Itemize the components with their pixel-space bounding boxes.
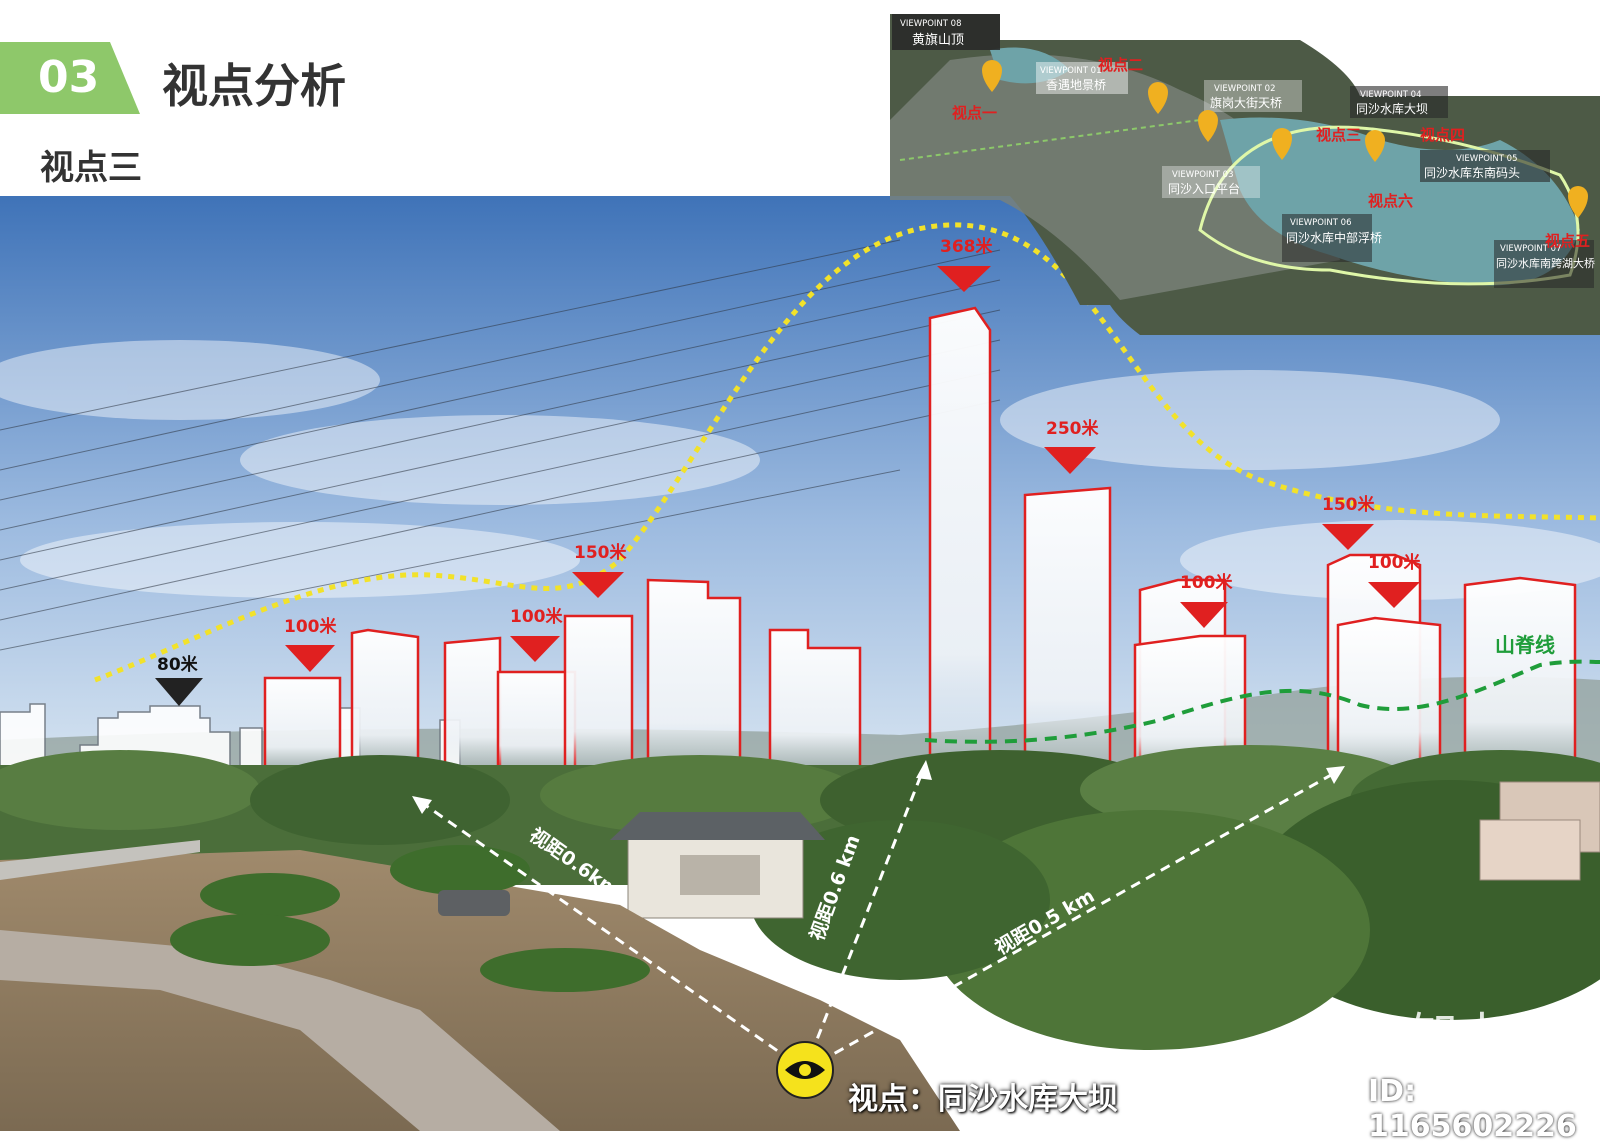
map-red-label: 视点五: [1545, 232, 1590, 250]
eye-icon: [776, 1041, 834, 1099]
svg-text:同沙入口平台: 同沙入口平台: [1168, 181, 1240, 196]
height-marker: 100米: [1368, 552, 1421, 608]
viewpoint-caption: 视点：同沙水库大坝: [848, 1082, 1118, 1117]
height-marker: 80米: [155, 654, 203, 706]
height-marker: 150米: [1322, 494, 1375, 550]
map-inset: VIEWPOINT 08 黄旗山顶 VIEWPOINT 01 香遇地景桥 VIE…: [890, 14, 1600, 335]
map-red-label: 视点六: [1368, 192, 1413, 210]
svg-text:同沙水库东南码头: 同沙水库东南码头: [1424, 165, 1520, 180]
watermark-id: ID: 1165602226: [1368, 1074, 1577, 1144]
tree-line: [0, 745, 1600, 1050]
map-red-label: 视点四: [1420, 126, 1465, 144]
svg-text:VIEWPOINT 08: VIEWPOINT 08: [900, 19, 962, 29]
svg-text:同沙水库中部浮桥: 同沙水库中部浮桥: [1286, 230, 1382, 245]
proposed-buildings: [263, 306, 1577, 772]
section-badge: [0, 42, 140, 114]
map-viewpoint-tag: VIEWPOINT 08 黄旗山顶: [892, 14, 1000, 50]
sight-arrowheads: [412, 760, 1345, 814]
page-title: 视点分析: [162, 59, 346, 113]
svg-text:同沙水库南跨湖大桥: 同沙水库南跨湖大桥: [1496, 256, 1595, 270]
watermark-brand: 知末: [1410, 1008, 1507, 1064]
map-viewpoint-tag: VIEWPOINT 03 同沙入口平台: [1162, 166, 1260, 198]
height-marker: 100米: [284, 616, 337, 672]
map-red-label: 视点一: [952, 104, 997, 122]
road: [0, 840, 200, 880]
view-subtitle: 视点三: [40, 148, 142, 188]
map-pin-icon: [982, 60, 1588, 218]
svg-text:VIEWPOINT 04: VIEWPOINT 04: [1360, 90, 1422, 100]
height-label: 150米: [574, 542, 627, 563]
height-marker: 368米: [937, 236, 993, 292]
height-marker: 100米: [510, 606, 563, 662]
height-label: 100米: [284, 616, 337, 637]
svg-text:VIEWPOINT 07: VIEWPOINT 07: [1500, 244, 1562, 254]
shrubs: [170, 845, 650, 992]
svg-text:香遇地景桥: 香遇地景桥: [1046, 78, 1106, 92]
height-marker: 150米: [572, 542, 627, 598]
height-marker: 100米: [1180, 572, 1233, 628]
section-number: 03: [38, 52, 100, 103]
ridge-line-label: 山脊线: [1495, 633, 1555, 657]
height-marker: 250米: [1044, 418, 1099, 474]
svg-text:VIEWPOINT 05: VIEWPOINT 05: [1456, 154, 1518, 164]
svg-text:VIEWPOINT 06: VIEWPOINT 06: [1290, 218, 1352, 228]
height-label: 100米: [1180, 572, 1233, 593]
map-viewpoint-tag: VIEWPOINT 04 同沙水库大坝: [1350, 86, 1448, 118]
svg-text:黄旗山顶: 黄旗山顶: [912, 32, 964, 48]
map-viewpoint-tag: VIEWPOINT 07 同沙水库南跨湖大桥: [1494, 240, 1595, 288]
map-viewpoint-tag: VIEWPOINT 02 旗岗大街天桥: [1204, 80, 1302, 112]
ridge-line: [924, 659, 1600, 744]
height-label: 100米: [510, 606, 563, 627]
map-viewpoint-tag: VIEWPOINT 05 同沙水库东南码头: [1420, 150, 1550, 182]
height-label: 80米: [157, 654, 199, 675]
pavilion-building: [610, 812, 825, 919]
power-lines: [0, 239, 1001, 651]
map-red-label: 视点二: [1098, 56, 1143, 74]
height-markers: 80米 100米 100米 150米 368米 250米 100米 150米: [155, 236, 1421, 706]
svg-text:旗岗大街天桥: 旗岗大街天桥: [1210, 95, 1282, 110]
paved-path: [0, 930, 560, 1131]
map-viewpoint-tag: VIEWPOINT 01 香遇地景桥: [1036, 62, 1128, 94]
height-label: 368米: [940, 236, 993, 257]
map-viewpoint-tag: VIEWPOINT 06 同沙水库中部浮桥: [1282, 214, 1382, 262]
map-red-label: 视点三: [1316, 126, 1361, 144]
svg-text:VIEWPOINT 02: VIEWPOINT 02: [1214, 84, 1276, 94]
svg-text:同沙水库大坝: 同沙水库大坝: [1356, 101, 1428, 116]
height-label: 100米: [1368, 552, 1421, 573]
parked-car: [438, 890, 510, 916]
height-label: 150米: [1322, 494, 1375, 515]
right-houses: [1479, 781, 1600, 881]
svg-text:VIEWPOINT 03: VIEWPOINT 03: [1172, 170, 1234, 180]
svg-text:VIEWPOINT 01: VIEWPOINT 01: [1040, 66, 1102, 76]
sight-lines: [417, 764, 1341, 1072]
height-label: 250米: [1046, 418, 1099, 439]
